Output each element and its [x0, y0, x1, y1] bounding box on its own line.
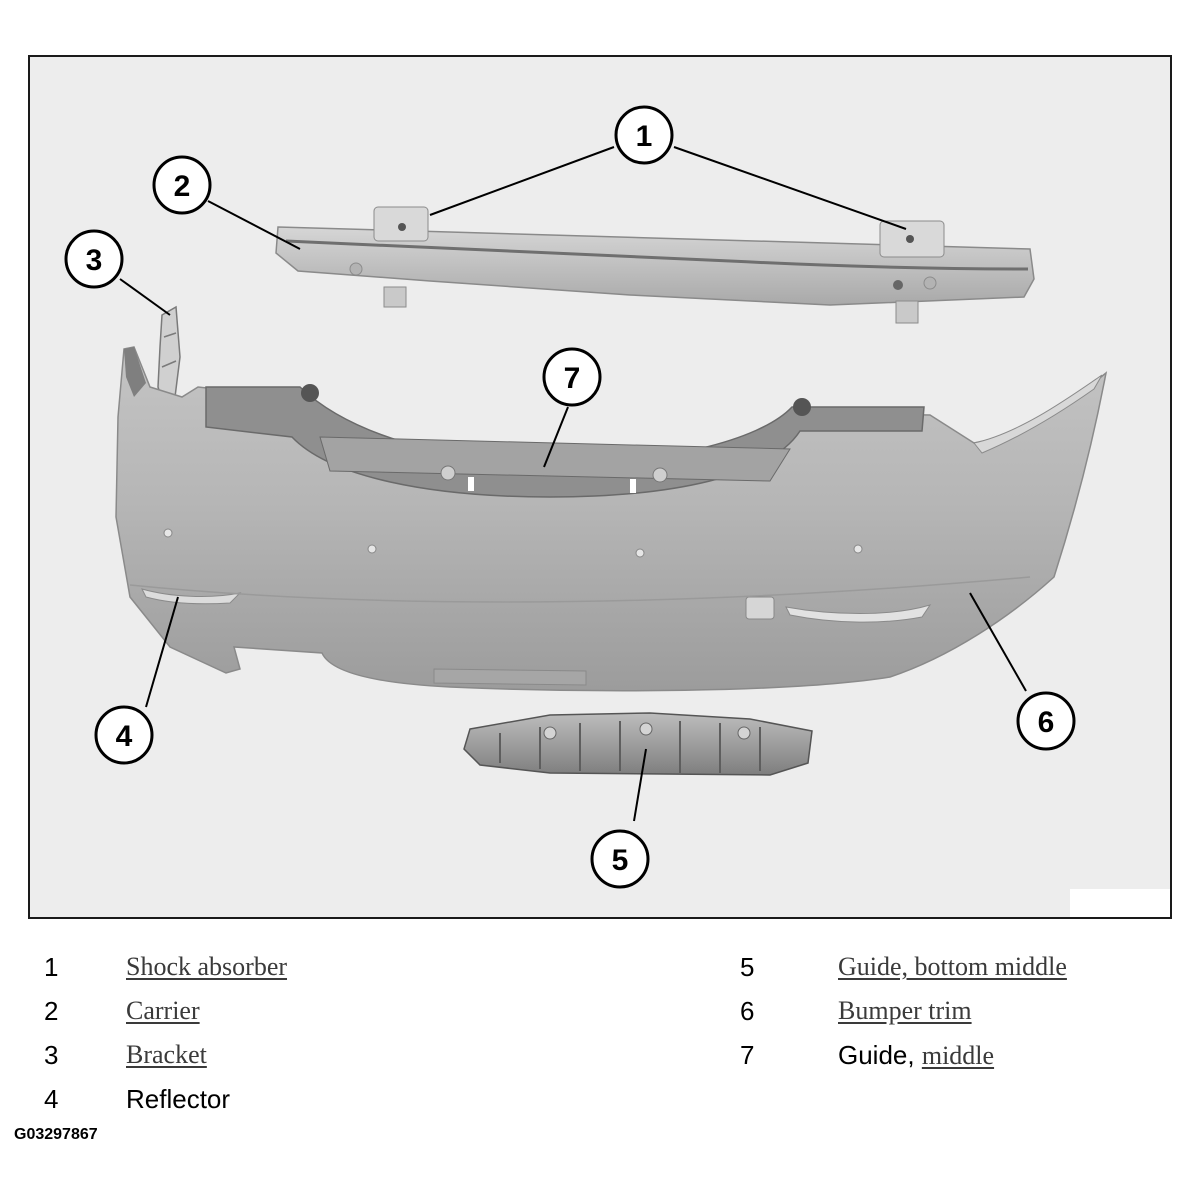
- figure-code: G03297867: [14, 1126, 98, 1143]
- carrier-part: [275, 206, 1035, 324]
- legend-number: 1: [44, 952, 59, 982]
- carrier-link[interactable]: Carrier: [126, 996, 200, 1025]
- middle-link[interactable]: middle: [921, 1041, 995, 1070]
- bracket-link[interactable]: Bracket: [126, 1040, 207, 1069]
- diagram-canvas: 1 2 3 4 5 6 7: [64, 105, 1170, 917]
- guide-middle-label: Guide, middle: [838, 1040, 994, 1071]
- legend-number: 7: [740, 1040, 755, 1070]
- guide-bottom-middle-part: [463, 712, 813, 776]
- leader-line-6: [969, 592, 1027, 692]
- leader-line-1b: [673, 146, 907, 230]
- callout-5: 5: [590, 829, 650, 889]
- leader-line-3: [119, 278, 171, 316]
- leader-line-2: [207, 200, 301, 250]
- leader-line-7: [543, 406, 569, 468]
- leader-line-4: [145, 596, 179, 708]
- svg-text:4: 4: [116, 720, 133, 753]
- legend-number: 6: [740, 996, 755, 1026]
- reflector-label: Reflector: [126, 1084, 231, 1114]
- bracket-part: [157, 305, 181, 415]
- callout-3: 3: [64, 229, 124, 289]
- leader-line-5: [633, 748, 647, 822]
- callout-7: 7: [542, 347, 602, 407]
- legend-number: 3: [44, 1040, 59, 1070]
- guide-bottom-middle-link[interactable]: Guide, bottom middle: [838, 952, 1067, 981]
- svg-text:3: 3: [86, 244, 103, 277]
- callout-6: 6: [1016, 691, 1076, 751]
- shock-absorber-link[interactable]: Shock absorber: [126, 952, 288, 981]
- leader-lines: [119, 146, 1027, 822]
- bumper-trim-part: [115, 346, 1108, 692]
- legend-number: 2: [44, 996, 59, 1026]
- legend-number: 5: [740, 952, 755, 982]
- svg-text:5: 5: [612, 844, 629, 877]
- bumper-trim-link[interactable]: Bumper trim: [838, 996, 972, 1025]
- svg-text:6: 6: [1038, 706, 1055, 739]
- corner-notch: [1070, 889, 1170, 917]
- callout-1: 1: [614, 105, 674, 165]
- separator-text: ,: [907, 1040, 922, 1070]
- svg-text:7: 7: [564, 362, 581, 395]
- legend-number: 4: [44, 1084, 59, 1114]
- exploded-parts-diagram: 1 2 3 4 5 6 7: [28, 55, 1172, 919]
- svg-text:1: 1: [636, 120, 653, 153]
- guide-text: Guide: [838, 1040, 908, 1070]
- callout-2: 2: [152, 155, 212, 215]
- leader-line-1a: [429, 146, 615, 216]
- guide-middle-part: [301, 384, 811, 493]
- callout-4: 4: [94, 705, 154, 765]
- svg-text:2: 2: [174, 170, 191, 203]
